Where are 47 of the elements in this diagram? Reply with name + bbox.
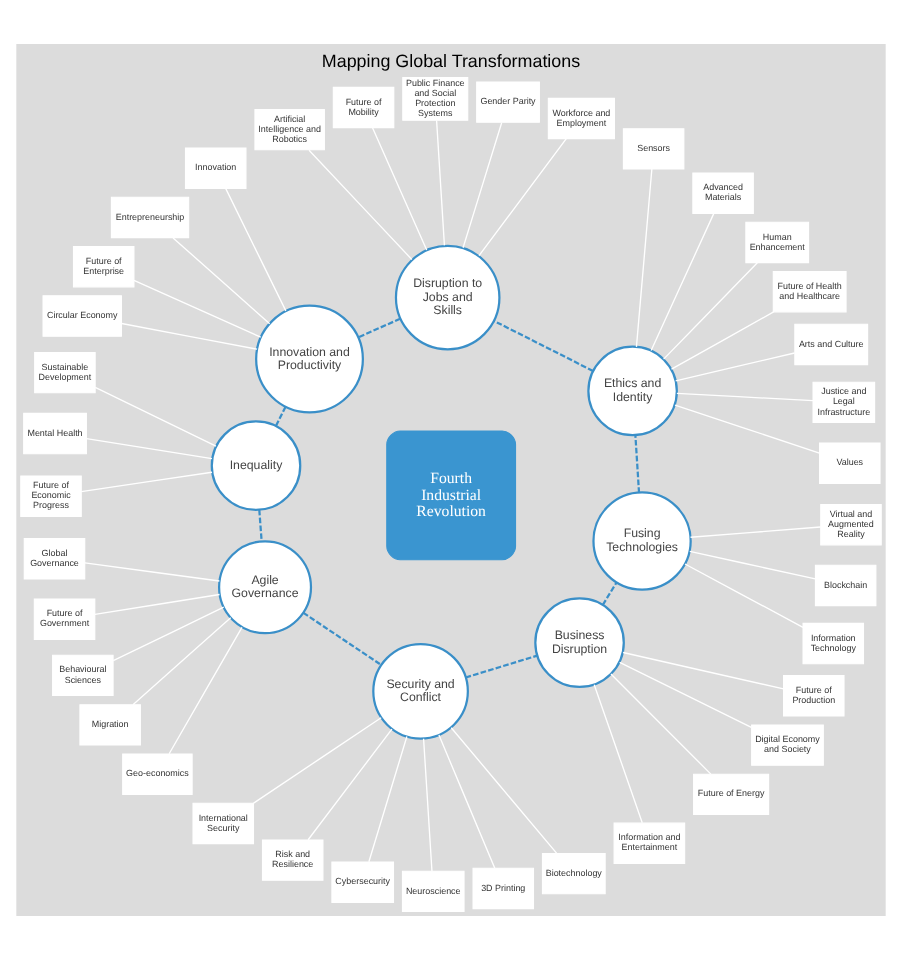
connector bbox=[462, 122, 503, 249]
connector bbox=[302, 612, 382, 666]
diagram-title: Mapping Global Transformations bbox=[321, 51, 581, 72]
connector bbox=[610, 673, 712, 775]
connector bbox=[593, 684, 643, 824]
connector bbox=[635, 168, 653, 348]
connector bbox=[368, 735, 408, 863]
connector bbox=[172, 237, 271, 325]
node-box: Fourth Industrial Revolution bbox=[386, 430, 517, 561]
connector bbox=[258, 509, 263, 542]
connector bbox=[662, 262, 759, 360]
connector bbox=[478, 137, 567, 257]
connector bbox=[601, 581, 618, 606]
connector bbox=[94, 386, 217, 447]
connector bbox=[622, 651, 785, 690]
connector bbox=[85, 437, 213, 460]
connector bbox=[307, 728, 393, 841]
connector bbox=[358, 317, 401, 339]
connector bbox=[422, 738, 433, 872]
connector bbox=[308, 149, 413, 261]
connector bbox=[619, 661, 752, 728]
connector bbox=[120, 322, 258, 350]
connector bbox=[674, 404, 821, 454]
connector bbox=[252, 717, 382, 804]
connector bbox=[133, 279, 262, 338]
connector bbox=[168, 626, 243, 755]
connector bbox=[274, 406, 287, 427]
connector bbox=[450, 727, 558, 854]
connector bbox=[112, 606, 225, 662]
connector bbox=[371, 127, 428, 251]
connector bbox=[438, 734, 496, 869]
connector bbox=[225, 187, 287, 312]
connector bbox=[465, 654, 538, 679]
connector bbox=[684, 563, 804, 628]
connector bbox=[675, 352, 796, 382]
connector bbox=[676, 392, 814, 402]
connector bbox=[670, 311, 775, 370]
connector bbox=[650, 212, 715, 352]
connector bbox=[94, 593, 221, 616]
connector bbox=[84, 562, 221, 582]
connector bbox=[689, 526, 822, 538]
connector bbox=[132, 617, 232, 706]
connector bbox=[634, 435, 641, 493]
connector bbox=[80, 471, 213, 493]
connector bbox=[689, 550, 816, 580]
connector bbox=[493, 320, 594, 372]
connector bbox=[435, 119, 446, 247]
